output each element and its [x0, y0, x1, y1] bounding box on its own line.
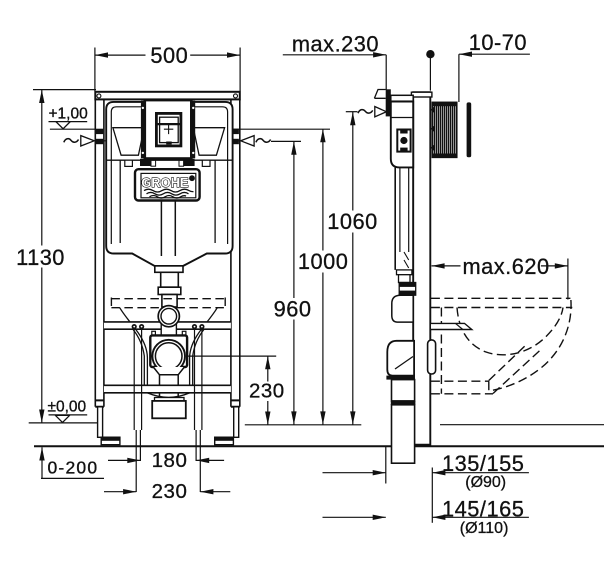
svg-text:1060: 1060	[327, 209, 378, 234]
svg-text:135/155: 135/155	[442, 451, 524, 476]
svg-text:960: 960	[274, 297, 312, 322]
svg-text:1000: 1000	[298, 249, 349, 274]
svg-text:GROHE: GROHE	[141, 176, 188, 190]
svg-text:145/165: 145/165	[442, 496, 524, 521]
svg-text:(Ø90): (Ø90)	[465, 474, 506, 491]
svg-text:10-70: 10-70	[469, 30, 527, 55]
svg-text:230: 230	[152, 480, 188, 503]
svg-text:±0,00: ±0,00	[48, 399, 87, 416]
svg-text:0-200: 0-200	[48, 458, 99, 478]
svg-text:max.230: max.230	[292, 32, 379, 57]
svg-text:max.620: max.620	[463, 254, 550, 279]
svg-text:230: 230	[249, 380, 285, 403]
svg-text:+1,00: +1,00	[49, 106, 89, 123]
svg-text:(Ø110): (Ø110)	[460, 520, 509, 537]
svg-text:500: 500	[150, 43, 188, 68]
svg-text:1130: 1130	[16, 245, 65, 270]
svg-text:180: 180	[152, 449, 188, 472]
